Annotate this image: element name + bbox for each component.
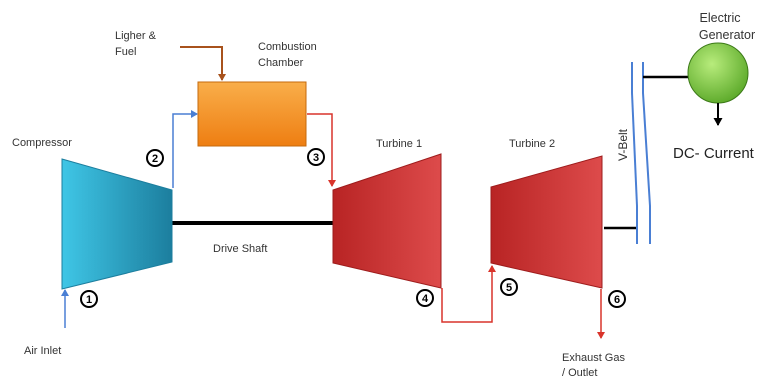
svg-text:3: 3: [313, 152, 319, 164]
hot-gas-line: [307, 113, 336, 187]
point-marker-6: 6: [608, 290, 626, 308]
point-marker-3: 3: [307, 148, 325, 166]
generator-label-line2: Generator: [699, 28, 755, 42]
drive-shaft-label: Drive Shaft: [213, 243, 267, 255]
electric-generator-circle: [687, 42, 749, 104]
svg-text:4: 4: [422, 293, 429, 305]
combustion-chamber-label-line2: Chamber: [258, 57, 304, 69]
dc-current-label: DC- Current: [673, 145, 755, 162]
belt-right: [642, 92, 651, 207]
combustion-chamber-shape: [197, 81, 307, 147]
v-belt-label: V-Belt: [616, 128, 630, 161]
svg-text:5: 5: [506, 282, 512, 294]
svg-text:1: 1: [86, 294, 92, 306]
point-marker-2: 2: [146, 149, 164, 167]
compressor-shape: [61, 158, 173, 290]
fuel-line: [180, 46, 226, 81]
lighter-fuel-label-line2: Fuel: [115, 46, 136, 58]
turbine1-shape: [332, 153, 442, 289]
exhaust-label-line1: Exhaust Gas: [562, 352, 625, 364]
generator-label-line1: Electric: [700, 11, 741, 25]
combustion-chamber-label-line1: Combustion: [258, 41, 317, 53]
belt-left: [631, 92, 638, 207]
turbine1-label: Turbine 1: [376, 138, 422, 150]
point-marker-4: 4: [416, 289, 434, 307]
air-inlet-label: Air Inlet: [24, 345, 61, 357]
turbine2-label: Turbine 2: [509, 138, 555, 150]
svg-text:2: 2: [152, 153, 158, 165]
turbine2-shape: [490, 155, 603, 289]
compressor-label: Compressor: [12, 137, 72, 149]
lighter-fuel-label-line1: Ligher &: [115, 30, 157, 42]
compressed-air-line: [172, 110, 198, 188]
interstage-line: [441, 265, 496, 323]
point-marker-1: 1: [80, 290, 98, 308]
exhaust-label-line2: / Outlet: [562, 367, 597, 378]
point-marker-5: 5: [500, 278, 518, 296]
svg-text:6: 6: [614, 294, 620, 306]
